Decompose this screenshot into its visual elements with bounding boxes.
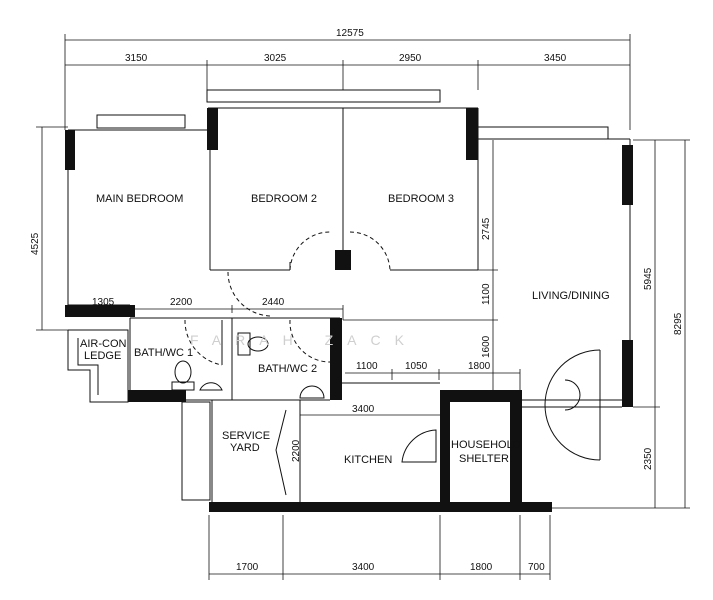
toilet-icon <box>174 360 192 384</box>
fixtures <box>171 332 325 399</box>
dim-right-upper: 5945 <box>643 267 654 290</box>
dim-bath-row-1: 1100 <box>356 361 378 372</box>
dim-yard-depth: 2200 <box>291 439 302 462</box>
dim-living-1: 2745 <box>481 217 492 240</box>
sink-icon <box>199 382 223 391</box>
label-living-dining: LIVING/DINING <box>532 290 610 302</box>
dimension-bottom: 1700 3400 1800 700 <box>208 515 551 580</box>
label-bath-1: BATH/WC 1 <box>134 347 193 359</box>
doors <box>184 231 601 496</box>
dim-mid-1: 1305 <box>92 297 115 308</box>
dim-bottom-1: 1700 <box>236 562 259 573</box>
dim-living-3: 1600 <box>481 335 492 358</box>
label-main-bedroom: MAIN BEDROOM <box>96 193 183 205</box>
dim-kitchen-width: 3400 <box>352 404 375 415</box>
sink-icon <box>299 385 325 399</box>
dim-overall-width: 12575 <box>336 28 364 39</box>
dim-mid-2: 2200 <box>170 297 193 308</box>
dim-bath-row-2: 1050 <box>405 361 428 372</box>
label-kitchen: KITCHEN <box>344 454 392 466</box>
dim-top-3: 2950 <box>399 53 422 64</box>
label-aircon-ledge: AIR-CON <box>80 338 127 350</box>
dim-top-4: 3450 <box>544 53 567 64</box>
dim-bottom-2: 3400 <box>352 562 375 573</box>
dimension-left: 4525 <box>30 126 68 331</box>
dimension-right: 5945 2350 8295 <box>552 139 690 509</box>
dim-bottom-4: 700 <box>528 562 545 573</box>
dim-mid-3: 2440 <box>262 297 285 308</box>
dim-top-2: 3025 <box>264 53 287 64</box>
label-service-yard: SERVICE <box>222 430 270 442</box>
label-bedroom-2: BEDROOM 2 <box>251 193 317 205</box>
label-aircon-ledge-2: LEDGE <box>84 350 121 362</box>
watermark: FARAH ZACK <box>190 332 418 348</box>
dim-left: 4525 <box>30 232 41 255</box>
toilet-icon <box>237 332 251 356</box>
label-household-shelter-2: SHELTER <box>459 453 509 465</box>
label-service-yard-2: YARD <box>230 442 260 454</box>
label-household-shelter: HOUSEHOLD <box>451 439 521 451</box>
label-bedroom-3: BEDROOM 3 <box>388 193 454 205</box>
walls <box>65 89 633 512</box>
dim-right-overall: 8295 <box>673 312 684 335</box>
dim-right-lower: 2350 <box>643 447 654 470</box>
dim-living-2: 1100 <box>481 283 492 305</box>
dim-bottom-3: 1800 <box>470 562 493 573</box>
dimension-top: 12575 3150 3025 2950 3450 <box>64 28 631 130</box>
dimension-mid: 1305 2200 2440 1100 1050 1800 3400 2200 … <box>68 140 521 462</box>
dim-bath-row-3: 1800 <box>468 361 491 372</box>
dim-top-1: 3150 <box>125 53 148 64</box>
room-labels: MAIN BEDROOM BEDROOM 2 BEDROOM 3 LIVING/… <box>80 193 610 466</box>
label-bath-2: BATH/WC 2 <box>258 363 317 375</box>
